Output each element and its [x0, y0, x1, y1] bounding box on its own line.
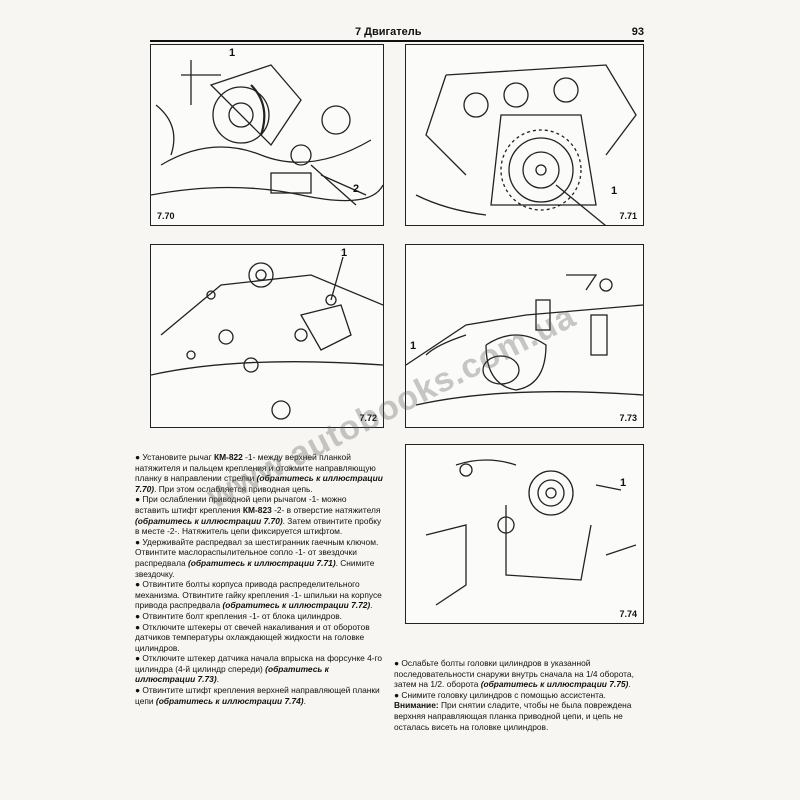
instruction-item: ● Отвинтите болт крепления -1- от блока … [135, 610, 343, 621]
instruction-item: ● Отвинтите болты корпуса привода распре… [135, 579, 382, 611]
engine-drawing-7-71 [415, 64, 637, 225]
page-number: 93 [631, 26, 644, 38]
figure-caption: 7.71 [619, 211, 637, 221]
callout-1: 1 [229, 47, 236, 59]
figure-caption: 7.70 [157, 211, 175, 221]
figure-caption: 7.72 [359, 413, 377, 423]
instruction-item: ● Снимите головку цилиндров с помощью ас… [394, 689, 606, 700]
instructions-left-column: ● Установите рычаг КМ-822 -1- между верх… [135, 452, 383, 706]
page-header: 7 Двигатель 93 [150, 26, 644, 42]
figure-caption: 7.74 [619, 609, 637, 619]
callout-1: 1 [341, 247, 348, 259]
callout-1: 1 [410, 340, 417, 352]
instruction-item: ● Отвинтите штифт крепления верхней напр… [135, 685, 380, 706]
figure-7-72: 1 7.72 [150, 244, 384, 428]
instruction-item: ● Ослабьте болты головки цилиндров в ука… [394, 658, 634, 690]
instruction-item: ● При ослаблении приводной цепи рычагом … [135, 494, 382, 537]
callout-2: 2 [353, 183, 360, 195]
engine-drawing-7-72 [151, 256, 383, 420]
figure-7-70: 1 2 7.70 [150, 44, 384, 226]
callout-1: 1 [620, 477, 627, 489]
instruction-item: ● Установите рычаг КМ-822 -1- между верх… [135, 452, 383, 494]
instruction-item: ● Отключите штекеры от свечей накаливани… [135, 621, 370, 653]
instruction-item: ● Удерживайте распредвал за шестигранник… [135, 536, 379, 579]
instruction-item: ● Отключите штекер датчика начала впрыск… [135, 653, 383, 685]
engine-drawing-7-74 [425, 459, 637, 606]
engine-drawing-7-73 [406, 274, 643, 406]
figure-7-71: 1 7.71 [405, 44, 644, 226]
figure-caption: 7.73 [619, 413, 637, 423]
instructions-right-column: ● Ослабьте болты головки цилиндров в ука… [394, 658, 644, 732]
callout-1: 1 [611, 185, 618, 197]
engine-drawing-7-70 [151, 60, 383, 206]
figure-7-74: 1 7.74 [405, 444, 644, 624]
chapter-title: 7 Двигатель [355, 26, 422, 38]
warning-note: Внимание: При снятии сладите, чтобы не б… [394, 700, 632, 732]
figure-7-73: 1 7.73 [405, 244, 644, 428]
